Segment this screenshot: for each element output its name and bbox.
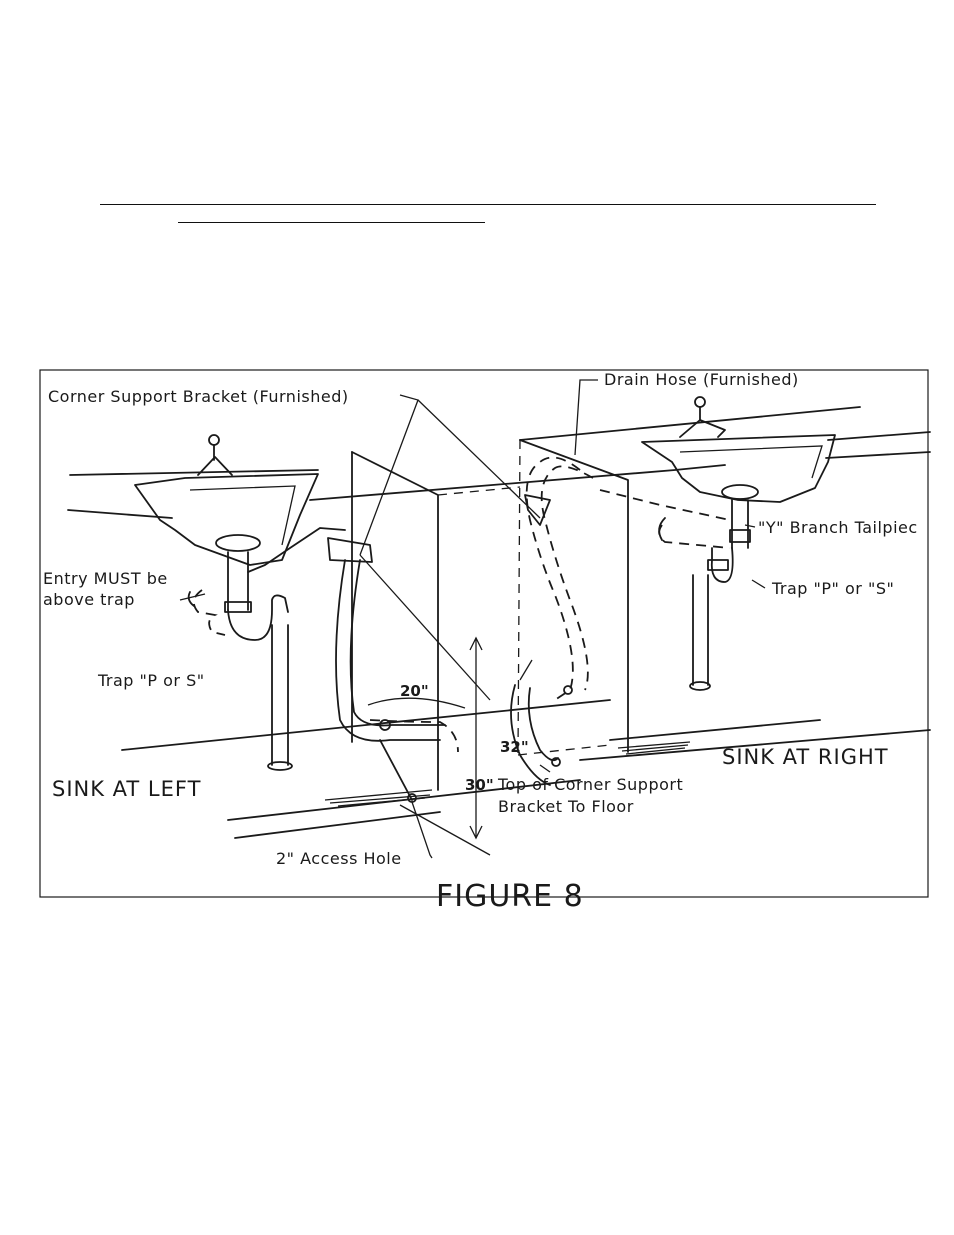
label-sink-at-left: SINK AT LEFT [52, 777, 201, 801]
figure-caption: FIGURE 8 [436, 879, 584, 914]
label-dimension-30: 30" [465, 776, 494, 794]
right-sink [642, 397, 835, 690]
label-dimension-20: 20" [400, 682, 429, 700]
label-dimension-32: 32" [500, 738, 529, 756]
label-access-hole: 2" Access Hole [276, 849, 402, 868]
cabinet-base [122, 700, 930, 838]
label-top-bracket-line2: Bracket To Floor [498, 797, 634, 816]
label-drain-hose: Drain Hose (Furnished) [604, 370, 799, 389]
diagram-frame [40, 370, 928, 897]
label-top-bracket-line1: Top of Corner Support [497, 775, 683, 794]
label-y-branch-tailpiece: "Y" Branch Tailpiec [758, 518, 918, 537]
label-sink-at-right: SINK AT RIGHT [722, 745, 889, 769]
label-trap-left: Trap "P or S" [97, 671, 205, 690]
label-entry-line2: above trap [43, 590, 135, 609]
countertop [68, 407, 930, 518]
label-trap-right: Trap "P" or "S" [771, 579, 894, 598]
left-sink [135, 435, 345, 770]
drain-hose-right [511, 458, 730, 786]
label-corner-support-bracket: Corner Support Bracket (Furnished) [48, 387, 349, 406]
label-entry-line1: Entry MUST be [43, 569, 168, 588]
